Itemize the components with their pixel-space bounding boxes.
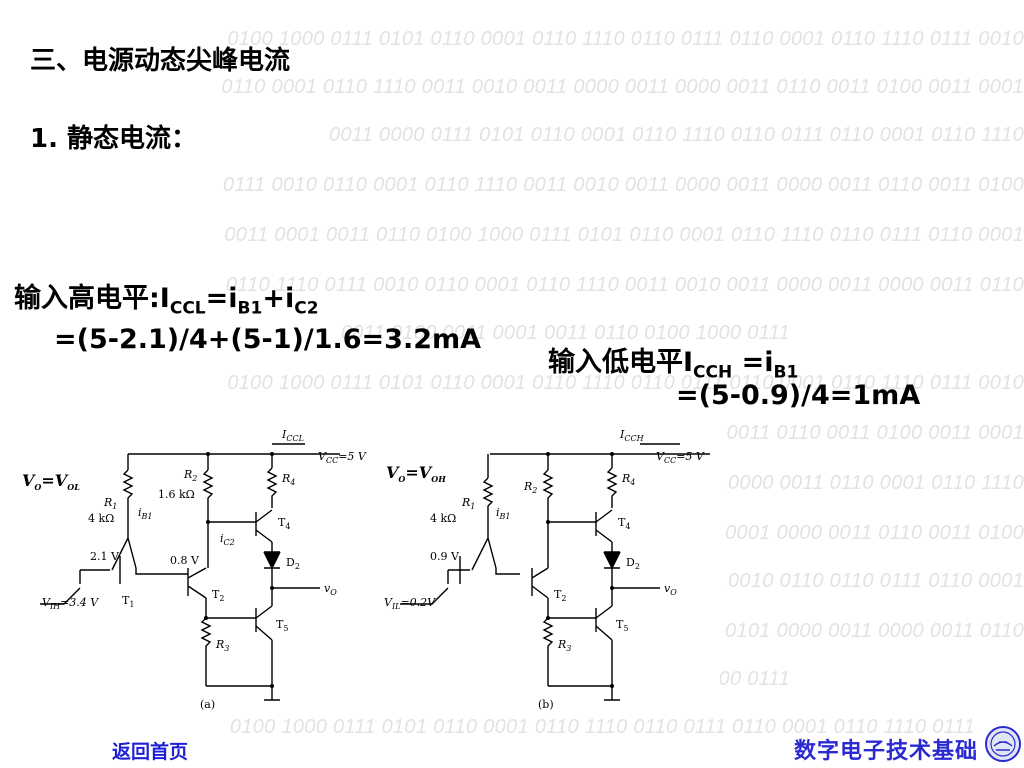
label-2-1v: 2.1 V [90, 550, 120, 563]
label-r2-value-a: 1.6 kΩ [158, 488, 195, 501]
label-t4-a: T4 [278, 516, 290, 531]
binary-line: 0111 0010 0110 0001 0110 1110 0011 0010 … [222, 174, 1024, 196]
label-r3-a: R3 [215, 638, 229, 653]
label-t5-a: T5 [276, 618, 288, 633]
label-ic2-a: iC2 [220, 532, 235, 547]
binary-line: 0110 0001 0110 1110 0011 0010 0011 0000 … [221, 76, 1024, 98]
home-link[interactable]: 返回首页 [112, 741, 189, 763]
course-title: 数字电子技术基础 [794, 739, 979, 764]
label-icc-a: ICCL [281, 428, 304, 443]
label-t2-b: T2 [554, 588, 566, 603]
label-vil: VIL=0.2V [384, 596, 436, 611]
label-ib1-a: iB1 [138, 506, 153, 521]
label-t2-a: T2 [212, 588, 224, 603]
high-input-calculation: =(5-2.1)/4+(5-1)/1.6=3.2mA [54, 324, 482, 355]
label-r3-b: R3 [557, 638, 571, 653]
label-0-9v: 0.9 V [430, 550, 460, 563]
label-vih: VIH=3.4 V [42, 596, 99, 611]
label-t4-b: T4 [618, 516, 630, 531]
caption-b: (b) [538, 698, 554, 711]
label-r1-value-b: 4 kΩ [430, 512, 456, 525]
label-vo-out-a: vO [324, 582, 337, 597]
university-logo-icon [985, 726, 1021, 762]
label-r2-b: R2 [523, 480, 537, 495]
label-d2-a: D2 [286, 556, 300, 571]
label-vo-voh: VO=VOH [386, 463, 446, 484]
label-vcc-a: VCC=5 V [318, 450, 367, 465]
ttl-circuit-diagram: ICCL VCC=5 V VO=VOL R1 4 kΩ iB1 R2 1.6 k… [22, 418, 720, 718]
label-r1-b: R1 [461, 496, 475, 511]
low-input-calculation: =(5-0.9)/4=1mA [676, 380, 921, 411]
label-vo-vol: VO=VOL [22, 471, 80, 492]
label-vcc-b: VCC=5 V [656, 450, 705, 465]
label-0-8v: 0.8 V [170, 554, 200, 567]
caption-a: (a) [200, 698, 215, 711]
section-heading: 1. 静态电流： [30, 124, 198, 154]
label-t5-b: T5 [616, 618, 628, 633]
label-icc-b: ICCH [619, 428, 645, 443]
label-vo-out-b: vO [664, 582, 677, 597]
label-t1-a: T1 [122, 594, 134, 609]
high-input-equation: 输入高电平:ICCL=iB1+iC2 [14, 283, 319, 319]
label-ib1-b: iB1 [496, 506, 511, 521]
label-r4-b: R4 [621, 472, 635, 487]
label-r2-a: R2 [183, 468, 197, 483]
label-d2-b: D2 [626, 556, 640, 571]
slide-title: 三、电源动态尖峰电流 [30, 46, 291, 76]
binary-line: 0011 0001 0011 0110 0100 1000 0111 0101 … [224, 224, 1024, 246]
low-input-equation: 输入低电平ICCH =iB1 [548, 347, 799, 383]
label-r1-a: R1 [103, 496, 117, 511]
label-r4-a: R4 [281, 472, 295, 487]
label-r1-value-a: 4 kΩ [88, 512, 114, 525]
